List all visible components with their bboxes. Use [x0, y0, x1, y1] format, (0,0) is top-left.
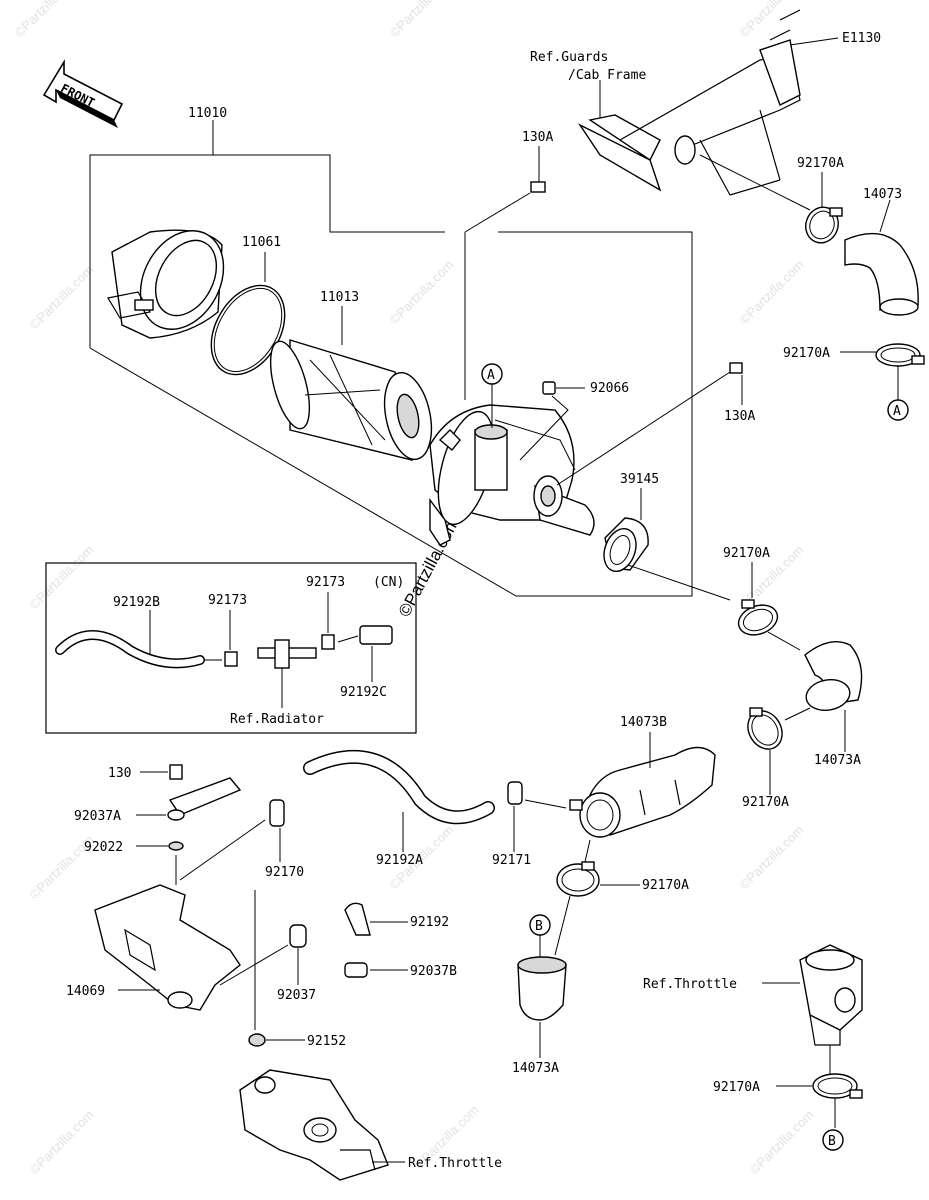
clamp-92171	[507, 781, 567, 852]
part-92173-1: 92173	[208, 593, 247, 608]
part-39145: 39145	[620, 472, 659, 487]
clamp-92170a-6	[776, 1073, 863, 1128]
ref-throttle-bottom: Ref.Throttle	[408, 1156, 502, 1171]
center-watermark: ©Partzilla.com	[395, 514, 463, 620]
part-92170a-3: 92170A	[723, 546, 770, 561]
watermark: ©Partzilla.com	[737, 0, 807, 40]
o-ring-inner	[213, 287, 283, 373]
bracket-14069	[94, 884, 241, 1011]
throttle-body-right	[762, 944, 863, 1075]
cap-92192c	[359, 625, 393, 682]
part-92192b: 92192B	[113, 595, 160, 610]
part-11010: 11010	[188, 106, 227, 121]
bolt-130	[140, 764, 183, 780]
tee-fitting	[257, 639, 317, 708]
clip-92173-1	[224, 651, 238, 667]
clamp-92037	[219, 924, 307, 986]
strap-92037b	[344, 962, 408, 978]
part-14073b: 14073B	[620, 715, 667, 730]
part-130: 130	[108, 766, 131, 781]
clamp-92170a-3	[737, 562, 801, 651]
ref-guards-line2: /Cab Frame	[568, 68, 646, 83]
part-92037a: 92037A	[74, 809, 121, 824]
labels: Ref.Guards /Cab Frame 11010 130A 92170A …	[66, 50, 902, 1171]
throttle-body-bottom	[239, 1069, 405, 1181]
part-92170a-1: 92170A	[797, 156, 844, 171]
inset-region: (CN)	[373, 575, 404, 590]
part-14069: 14069	[66, 984, 105, 999]
callout-b-center-label: B	[535, 919, 543, 934]
clip-92173-2	[321, 634, 335, 650]
cab-frame-bracket	[577, 9, 811, 211]
part-92022: 92022	[84, 840, 123, 855]
part-92066: 92066	[590, 381, 629, 396]
watermark: ©Partzilla.com	[27, 262, 97, 332]
part-92170: 92170	[265, 865, 304, 880]
part-92170a-5: 92170A	[642, 878, 689, 893]
clamp-92170a-4	[747, 707, 811, 795]
clamp-92170a-2	[840, 343, 925, 400]
seal-39145	[603, 488, 731, 601]
ref-guards-line1: Ref.Guards	[530, 50, 608, 65]
elbow-92192	[344, 902, 408, 936]
part-130a-top: 130A	[522, 130, 553, 145]
callout-a-right	[887, 399, 909, 421]
part-92037b: 92037B	[410, 964, 457, 979]
elbow-14073a-1	[804, 641, 863, 752]
duct-14073b	[569, 732, 716, 838]
part-92173-2: 92173	[306, 575, 345, 590]
assembly-bracket	[89, 120, 693, 597]
ref-throttle-right: Ref.Throttle	[643, 977, 737, 992]
hose-92192b	[55, 610, 205, 669]
ref-radiator: Ref.Radiator	[230, 712, 324, 727]
diagram-id: E1130	[842, 31, 881, 46]
part-92170a-2: 92170A	[783, 346, 830, 361]
callout-a-top-label: A	[487, 368, 495, 383]
watermark: ©Partzilla.com	[27, 1107, 97, 1177]
part-14073a-2: 14073A	[512, 1061, 559, 1076]
inset-box	[45, 562, 417, 734]
watermark: ©Partzilla.com	[747, 1107, 817, 1177]
watermark: ©Partzilla.com	[12, 0, 82, 40]
watermark: ©Partzilla.com	[737, 822, 807, 892]
part-11013: 11013	[320, 290, 359, 305]
air-cleaner-housing	[429, 404, 595, 546]
front-arrow-icon: FRONT	[42, 59, 124, 128]
air-cleaner-cap	[107, 229, 225, 339]
strap-92037a	[136, 777, 242, 821]
washer-92022	[136, 841, 184, 851]
part-11061: 11061	[242, 235, 281, 250]
bolt-130a-mid	[556, 362, 743, 486]
part-14073: 14073	[863, 187, 902, 202]
part-92152: 92152	[307, 1034, 346, 1049]
callout-b-right	[822, 1129, 844, 1151]
clamp-92170	[269, 799, 285, 862]
part-92171: 92171	[492, 853, 531, 868]
part-92037: 92037	[277, 988, 316, 1003]
part-14073a-1: 14073A	[814, 753, 861, 768]
watermark: ©Partzilla.com	[27, 542, 97, 612]
callout-a-right-label: A	[893, 404, 901, 419]
part-92170a-4: 92170A	[742, 795, 789, 810]
bolt-130a-top	[464, 146, 546, 400]
hose-14073	[844, 199, 919, 316]
boot-14073a-2	[517, 956, 567, 1058]
filter-element	[269, 306, 433, 461]
part-130a-mid: 130A	[724, 409, 755, 424]
part-92192a: 92192A	[376, 853, 423, 868]
clamp-92170a-5	[554, 839, 640, 956]
part-92170a-6: 92170A	[713, 1080, 760, 1095]
part-92192: 92192	[410, 915, 449, 930]
nut-92152	[248, 1033, 305, 1047]
watermark: ©Partzilla.com	[387, 257, 457, 327]
watermark: ©Partzilla.com	[737, 257, 807, 327]
callout-b-right-label: B	[828, 1134, 836, 1149]
clamp-92170a-1	[805, 172, 843, 244]
hose-92192a	[303, 749, 495, 852]
part-92192c: 92192C	[340, 685, 387, 700]
watermark: ©Partzilla.com	[387, 0, 457, 40]
plug-92066	[519, 381, 585, 461]
